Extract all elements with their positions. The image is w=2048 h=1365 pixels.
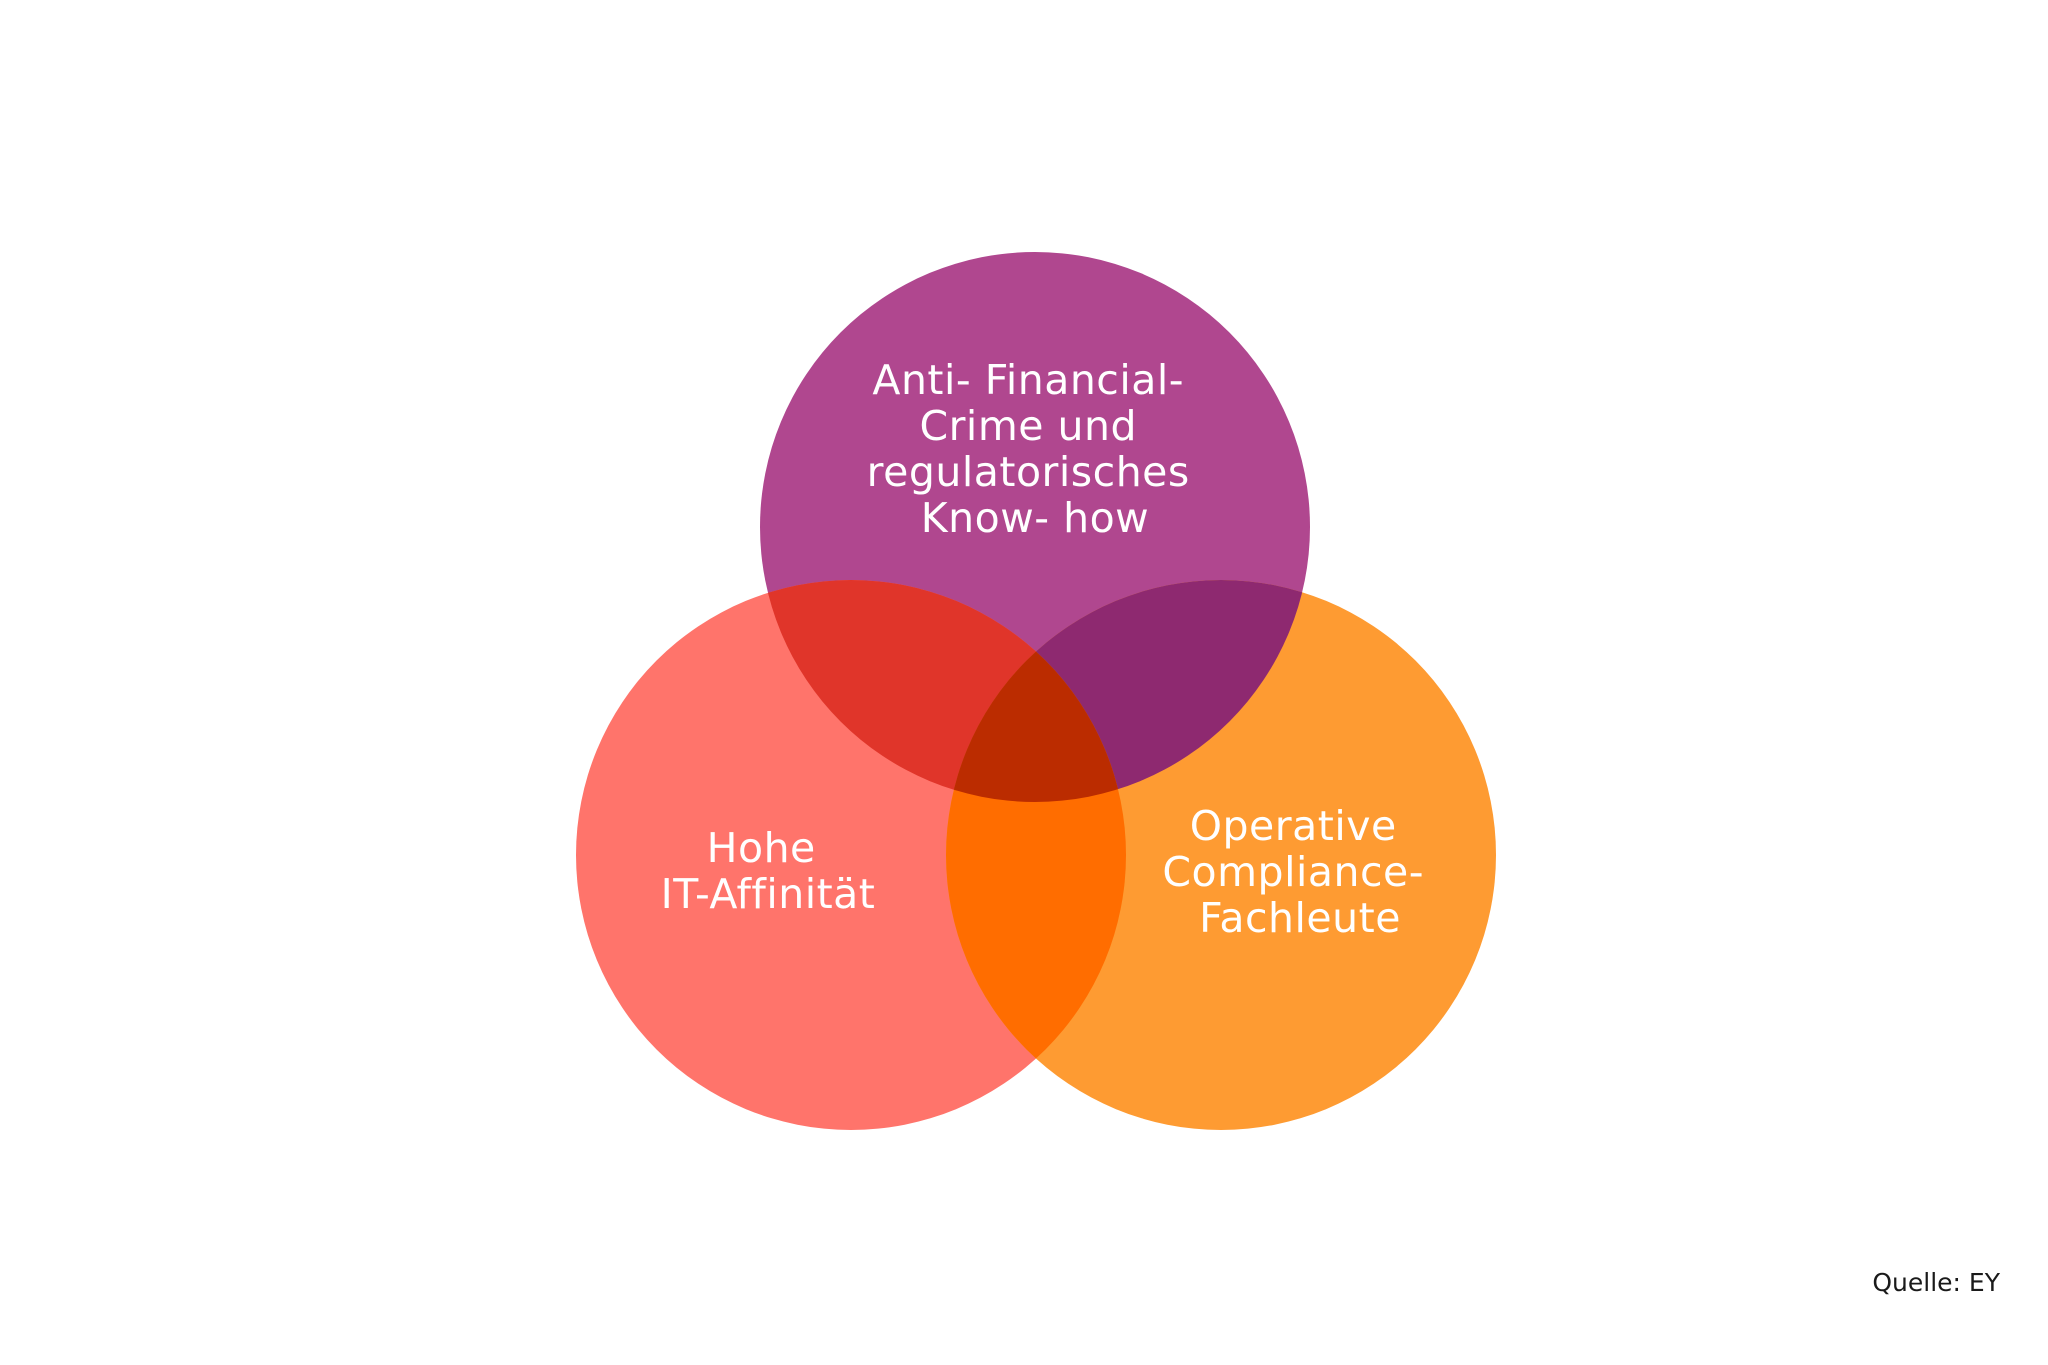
label-ops-line: Fachleute	[1199, 894, 1401, 942]
label-afc-line: Crime und	[919, 402, 1137, 450]
label-afc-line: Know- how	[921, 494, 1149, 542]
overlap-all	[946, 580, 1126, 802]
label-it-line: Hohe	[707, 824, 816, 872]
label-it: Hohe IT-Affinität	[661, 824, 876, 918]
label-it-line: IT-Affinität	[661, 870, 876, 918]
source-note: Quelle: EY	[1872, 1268, 2000, 1297]
label-afc-line: regulatorisches	[867, 448, 1190, 496]
label-ops-line: Operative	[1190, 802, 1397, 850]
label-ops-line: Compliance-	[1162, 848, 1424, 896]
label-ops: Operative Compliance- Fachleute	[1162, 802, 1437, 942]
label-afc: Anti- Financial- Crime und regulatorisch…	[867, 356, 1204, 542]
label-afc-line: Anti- Financial-	[872, 356, 1184, 404]
